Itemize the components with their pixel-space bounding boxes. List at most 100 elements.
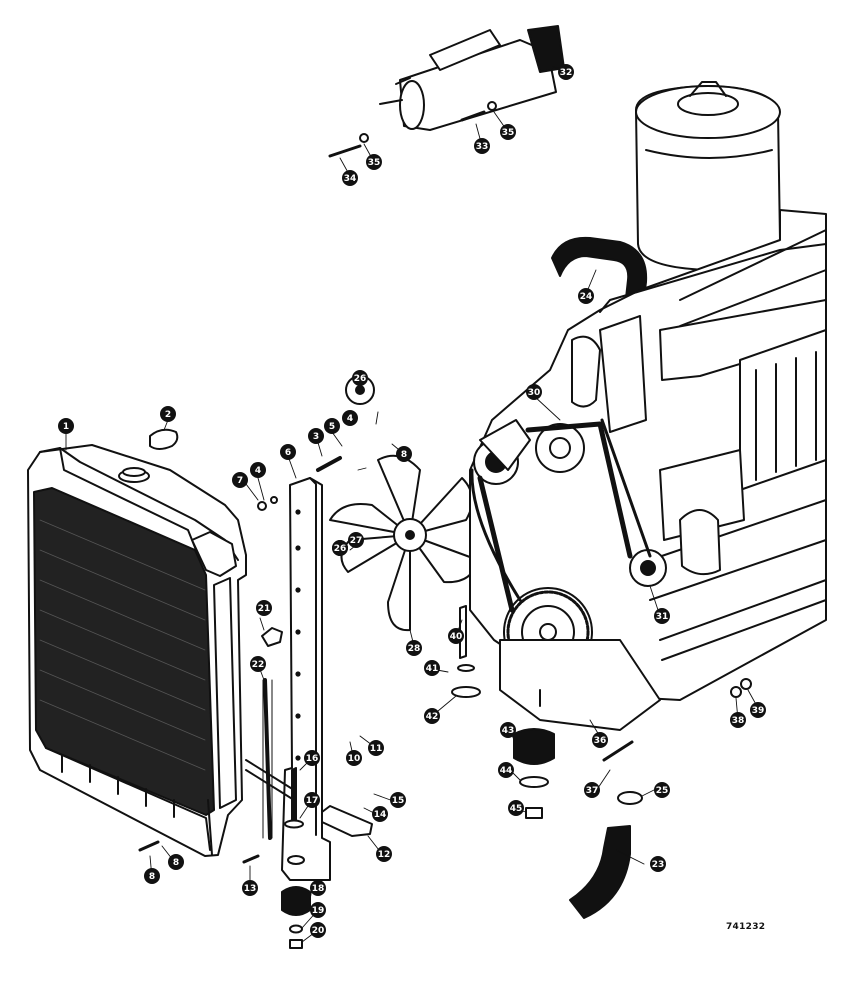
callout-bubble <box>304 792 320 808</box>
callout-bubble <box>250 656 266 672</box>
callout-label: 2 <box>165 410 171 420</box>
callout-bubble <box>366 154 382 170</box>
callout-label: 7 <box>237 476 243 486</box>
callout-label: 44 <box>500 766 513 776</box>
callout-22: 22 <box>250 656 266 672</box>
callout-label: 1 <box>63 422 69 432</box>
callout-label: 13 <box>244 884 257 894</box>
callout-33: 33 <box>474 138 490 154</box>
callout-label: 23 <box>652 860 665 870</box>
callout-bubble <box>592 732 608 748</box>
callout-label: 22 <box>252 660 265 670</box>
callout-26: 26 <box>332 540 348 556</box>
callout-label: 4 <box>347 414 353 424</box>
callout-label: 26 <box>354 374 367 384</box>
callout-bubble <box>144 868 160 884</box>
alternator <box>473 419 531 485</box>
callout-43: 43 <box>500 722 516 738</box>
callout-26: 26 <box>352 370 368 386</box>
callout-bubble <box>160 406 176 422</box>
callout-bubble <box>406 640 422 656</box>
fan-belt <box>477 421 633 613</box>
drawing-number: 741232 <box>726 922 766 932</box>
callout-18: 18 <box>310 880 326 896</box>
callout-group: 1234456788891011121314151617181920212223… <box>58 64 766 938</box>
callout-label: 36 <box>594 736 607 746</box>
callout-bubble <box>650 856 666 872</box>
callout-bubble <box>396 446 412 462</box>
callout-13: 13 <box>242 880 258 896</box>
callout-label: 19 <box>312 906 325 916</box>
callout-bubble <box>310 922 326 938</box>
callout-bubble <box>654 782 670 798</box>
callout-bubble <box>578 288 594 304</box>
callout-label: 8 <box>401 450 407 460</box>
bolt <box>291 767 297 823</box>
callout-bubble <box>508 800 524 816</box>
callout-bubble <box>584 782 600 798</box>
mounting-plate <box>321 805 373 837</box>
radiator <box>27 444 247 857</box>
callout-bubble <box>342 170 358 186</box>
callout-24: 24 <box>578 288 594 304</box>
callout-37: 37 <box>584 782 600 798</box>
callout-30: 30 <box>526 384 542 400</box>
callout-label: 42 <box>426 712 439 722</box>
callout-label: 3 <box>313 432 319 442</box>
callout-27: 27 <box>348 532 364 548</box>
callout-label: 37 <box>586 786 599 796</box>
callout-10: 10 <box>346 750 362 766</box>
starter-motor <box>379 25 565 131</box>
callout-bubble <box>526 384 542 400</box>
callout-label: 35 <box>368 158 381 168</box>
callout-4: 4 <box>342 410 358 426</box>
callout-label: 32 <box>560 68 573 78</box>
callout-8: 8 <box>396 446 412 462</box>
callout-bubble <box>424 708 440 724</box>
callout-bubble <box>352 370 368 386</box>
air-cleaner <box>635 81 781 271</box>
callout-bubble <box>368 740 384 756</box>
callout-label: 18 <box>312 884 325 894</box>
callout-bubble <box>256 600 272 616</box>
callout-bubble <box>310 902 326 918</box>
engine-support <box>499 639 661 731</box>
callout-label: 21 <box>258 604 271 614</box>
callout-bubble <box>376 846 392 862</box>
callout-label: 20 <box>312 926 325 936</box>
callout-34: 34 <box>342 170 358 186</box>
callout-5: 5 <box>324 418 340 434</box>
callout-bubble <box>448 628 464 644</box>
callout-40: 40 <box>448 628 464 644</box>
callout-16: 16 <box>304 750 320 766</box>
callout-6: 6 <box>280 444 296 460</box>
callout-label: 34 <box>344 174 357 184</box>
callout-bubble <box>474 138 490 154</box>
callout-bubble <box>232 472 248 488</box>
callout-38: 38 <box>730 712 746 728</box>
callout-41: 41 <box>424 660 440 676</box>
callout-label: 24 <box>580 292 593 302</box>
callout-bubble <box>750 702 766 718</box>
callout-bubble <box>654 608 670 624</box>
callout-label: 33 <box>476 142 489 152</box>
callout-20: 20 <box>310 922 326 938</box>
drain-valve <box>261 627 283 647</box>
callout-bubble <box>304 750 320 766</box>
callout-bubble <box>242 880 258 896</box>
callout-28: 28 <box>406 640 422 656</box>
callout-label: 27 <box>350 536 363 546</box>
callout-label: 6 <box>285 448 291 458</box>
callout-label: 26 <box>334 544 347 554</box>
callout-bubble <box>498 762 514 778</box>
callout-45: 45 <box>508 800 524 816</box>
callout-label: 40 <box>450 632 463 642</box>
callout-bubble <box>372 806 388 822</box>
callout-label: 8 <box>149 872 155 882</box>
callout-bubble <box>342 410 358 426</box>
callout-36: 36 <box>592 732 608 748</box>
callout-21: 21 <box>256 600 272 616</box>
callout-label: 35 <box>502 128 515 138</box>
callout-label: 30 <box>528 388 541 398</box>
